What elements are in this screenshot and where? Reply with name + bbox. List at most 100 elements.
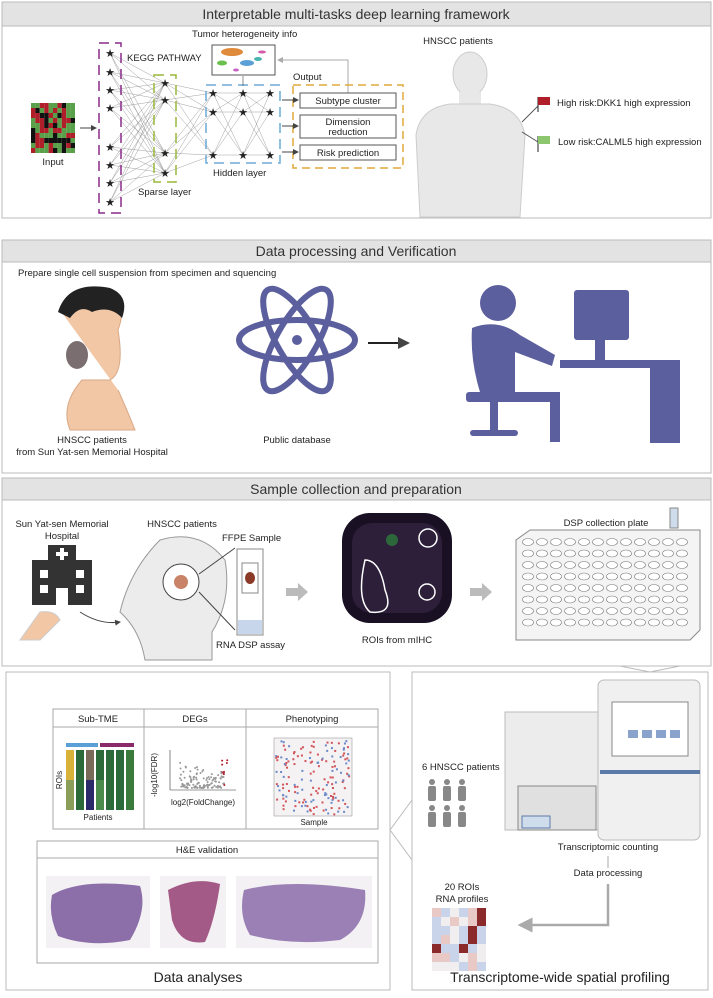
heatmap-cell (450, 962, 459, 971)
heatmap-cell (298, 801, 301, 804)
panel-sample-collection: Sample collection and preparation Sun Ya… (1, 477, 712, 667)
volcano-point (186, 782, 189, 785)
heatmap-cell (296, 785, 299, 788)
neuron-star: ★ (265, 150, 275, 162)
neuron-star: ★ (105, 103, 115, 115)
well (606, 561, 618, 569)
well (564, 549, 576, 558)
sub-tme-ylabel: ROIs (55, 771, 64, 789)
panel-title: Data processing and Verification (256, 243, 457, 259)
volcano-point (222, 773, 225, 776)
header-phenotyping: Phenotyping (286, 714, 339, 725)
heatmap-cell (432, 944, 441, 953)
heatmap-cell (284, 800, 287, 803)
volcano-point (219, 777, 222, 780)
hidden-layer-label: Hidden layer (213, 168, 266, 179)
hospital-icon (32, 545, 92, 605)
heatmap-cell (293, 783, 296, 786)
roi-rna-heatmap (432, 908, 486, 971)
volcano-point (194, 785, 197, 788)
patient-head-illustration (58, 286, 136, 431)
well (648, 607, 660, 615)
well (550, 572, 562, 581)
heatmap-cell (339, 756, 342, 759)
well (662, 561, 674, 569)
well (648, 561, 660, 569)
heatmap-cell (450, 935, 459, 944)
heatmap-cell (304, 760, 307, 763)
neuron-star: ★ (105, 142, 115, 154)
heatmap-cell (334, 781, 337, 784)
volcano-point (210, 773, 213, 776)
heatmap-cell (477, 926, 486, 935)
output-dimension: Dimension (326, 117, 371, 128)
heatmap-cell (341, 781, 344, 784)
panel-title: Interpretable multi-tasks deep learning … (202, 6, 510, 22)
heatmap-cell (330, 801, 333, 804)
hnscc-patients-label: HNSCC patients (147, 519, 217, 530)
heatmap-cell (333, 813, 336, 816)
heatmap-cell (441, 962, 450, 971)
heatmap-cell (331, 783, 334, 786)
heatmap-cell (343, 747, 346, 750)
heatmap-cell (316, 753, 319, 756)
volcano-point (183, 776, 186, 779)
well (620, 584, 632, 592)
sub-tme-bar-chart (66, 743, 134, 810)
low-risk-label: Low risk:CALML5 high expression (558, 137, 702, 148)
volcano-point (193, 786, 196, 789)
well (564, 607, 576, 615)
dsp-instrument (504, 679, 701, 841)
well (634, 607, 646, 615)
volcano-point (202, 784, 205, 787)
volcano-point (188, 775, 191, 778)
heatmap-cell (282, 797, 285, 800)
well (578, 618, 590, 627)
well (564, 538, 576, 546)
well (564, 584, 576, 592)
volcano-point (182, 783, 185, 786)
heatmap-cell (342, 799, 345, 802)
heatmap-cell (285, 757, 288, 760)
well (522, 584, 534, 592)
sparse-layer-label: Sparse layer (138, 187, 191, 198)
well (522, 607, 534, 615)
heatmap-cell (327, 812, 330, 815)
panel-data-analyses: Data analyses Sub-TME DEGs Phenotyping R… (5, 671, 391, 991)
degs-ylabel: -log10(FDR) (150, 753, 159, 797)
heatmap-cell (343, 752, 346, 755)
heatmap-cell (450, 908, 459, 917)
heatmap-cell (331, 795, 334, 798)
heatmap-cell (334, 749, 337, 752)
phenotyping-heatmap (273, 737, 353, 817)
volcano-point (196, 782, 199, 785)
panel-title: Data analyses (154, 969, 243, 985)
volcano-point (188, 784, 191, 787)
well (634, 584, 646, 592)
sub-tme-bar (66, 780, 74, 810)
volcano-point (207, 776, 210, 779)
well (620, 572, 632, 581)
volcano-point (182, 785, 185, 788)
neuron-star: ★ (238, 150, 248, 162)
high-risk-label: High risk:DKK1 high expression (557, 98, 691, 109)
heatmap-cell (312, 770, 315, 773)
volcano-point (205, 784, 208, 787)
well (592, 584, 604, 592)
heatmap-cell (441, 935, 450, 944)
heatmap-cell (282, 804, 285, 807)
volcano-point (220, 770, 223, 773)
heatmap-cell (323, 778, 326, 781)
heatmap-cell (292, 758, 295, 761)
output-risk-prediction: Risk prediction (317, 148, 379, 159)
output-boxes: Subtype cluster Dimension reduction Risk… (282, 92, 397, 161)
person-icon (443, 812, 451, 827)
heatmap-cell (347, 753, 350, 756)
person-icon (444, 779, 450, 785)
sub-tme-bar (96, 750, 104, 780)
heatmap-cell (325, 808, 328, 811)
well (578, 607, 590, 615)
public-database-label: Public database (263, 435, 331, 446)
well (662, 572, 674, 581)
